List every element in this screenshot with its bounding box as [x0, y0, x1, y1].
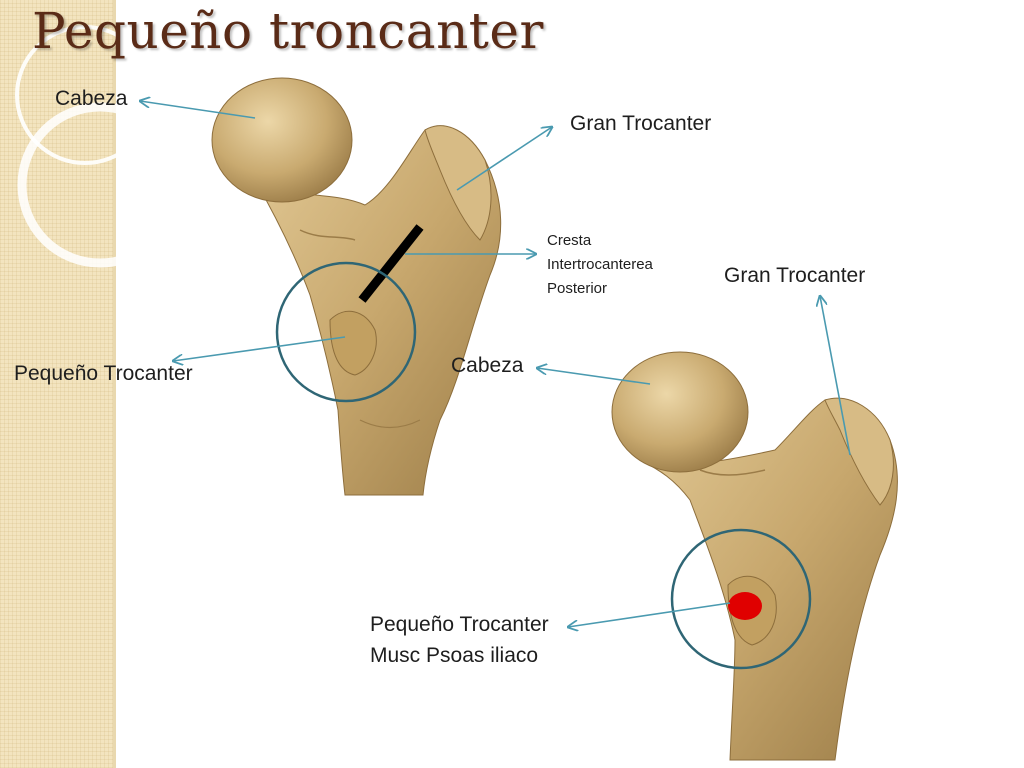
- label-crest-line-3: Posterior: [547, 280, 608, 297]
- label-head-top: Cabeza: [55, 87, 128, 110]
- label-crest-line-1: Cresta: [547, 232, 592, 249]
- arrow-lesser-trochanter-bottom: [568, 602, 731, 627]
- label-crest: Cresta Intertrocanterea Posterior: [547, 229, 653, 301]
- label-greater-trochanter-bottom: Gran Trocanter: [724, 264, 866, 287]
- arrow-head-top: [140, 101, 256, 119]
- arrow-head-bottom: [537, 368, 651, 385]
- pointer-arrows: [140, 101, 851, 627]
- label-crest-line-2: Intertrocanterea: [547, 256, 653, 273]
- decorative-rings: [15, 25, 183, 268]
- femur-bottom: [611, 351, 898, 761]
- label-lesser-trochanter-bottom: Pequeño Trocanter Musc Psoas iliaco: [370, 609, 549, 671]
- label-lesser-trochanter-top: Pequeño Trocanter: [14, 362, 193, 385]
- label-greater-trochanter-top: Gran Trocanter: [570, 112, 712, 135]
- lesser-trochanter-circle-top: [275, 261, 417, 403]
- side-band-edge: [113, 0, 116, 768]
- crest-marker-bar: [358, 224, 424, 303]
- slide-title: Pequeño troncanter: [32, 2, 544, 60]
- label-lesser-trochanter-bottom-line-2: Musc Psoas iliaco: [370, 644, 539, 667]
- label-lesser-trochanter-bottom-line-1: Pequeño Trocanter: [370, 613, 549, 636]
- psoas-insertion-marker: [728, 592, 762, 620]
- lesser-trochanter-circle-bottom: [670, 528, 812, 670]
- femur-top: [211, 77, 502, 496]
- arrow-greater-trochanter-top: [456, 127, 552, 191]
- arrow-greater-trochanter-bottom: [820, 296, 851, 456]
- label-head-bottom: Cabeza: [451, 354, 524, 377]
- arrow-lesser-trochanter-top: [173, 336, 346, 361]
- decorative-side-band: [0, 0, 113, 768]
